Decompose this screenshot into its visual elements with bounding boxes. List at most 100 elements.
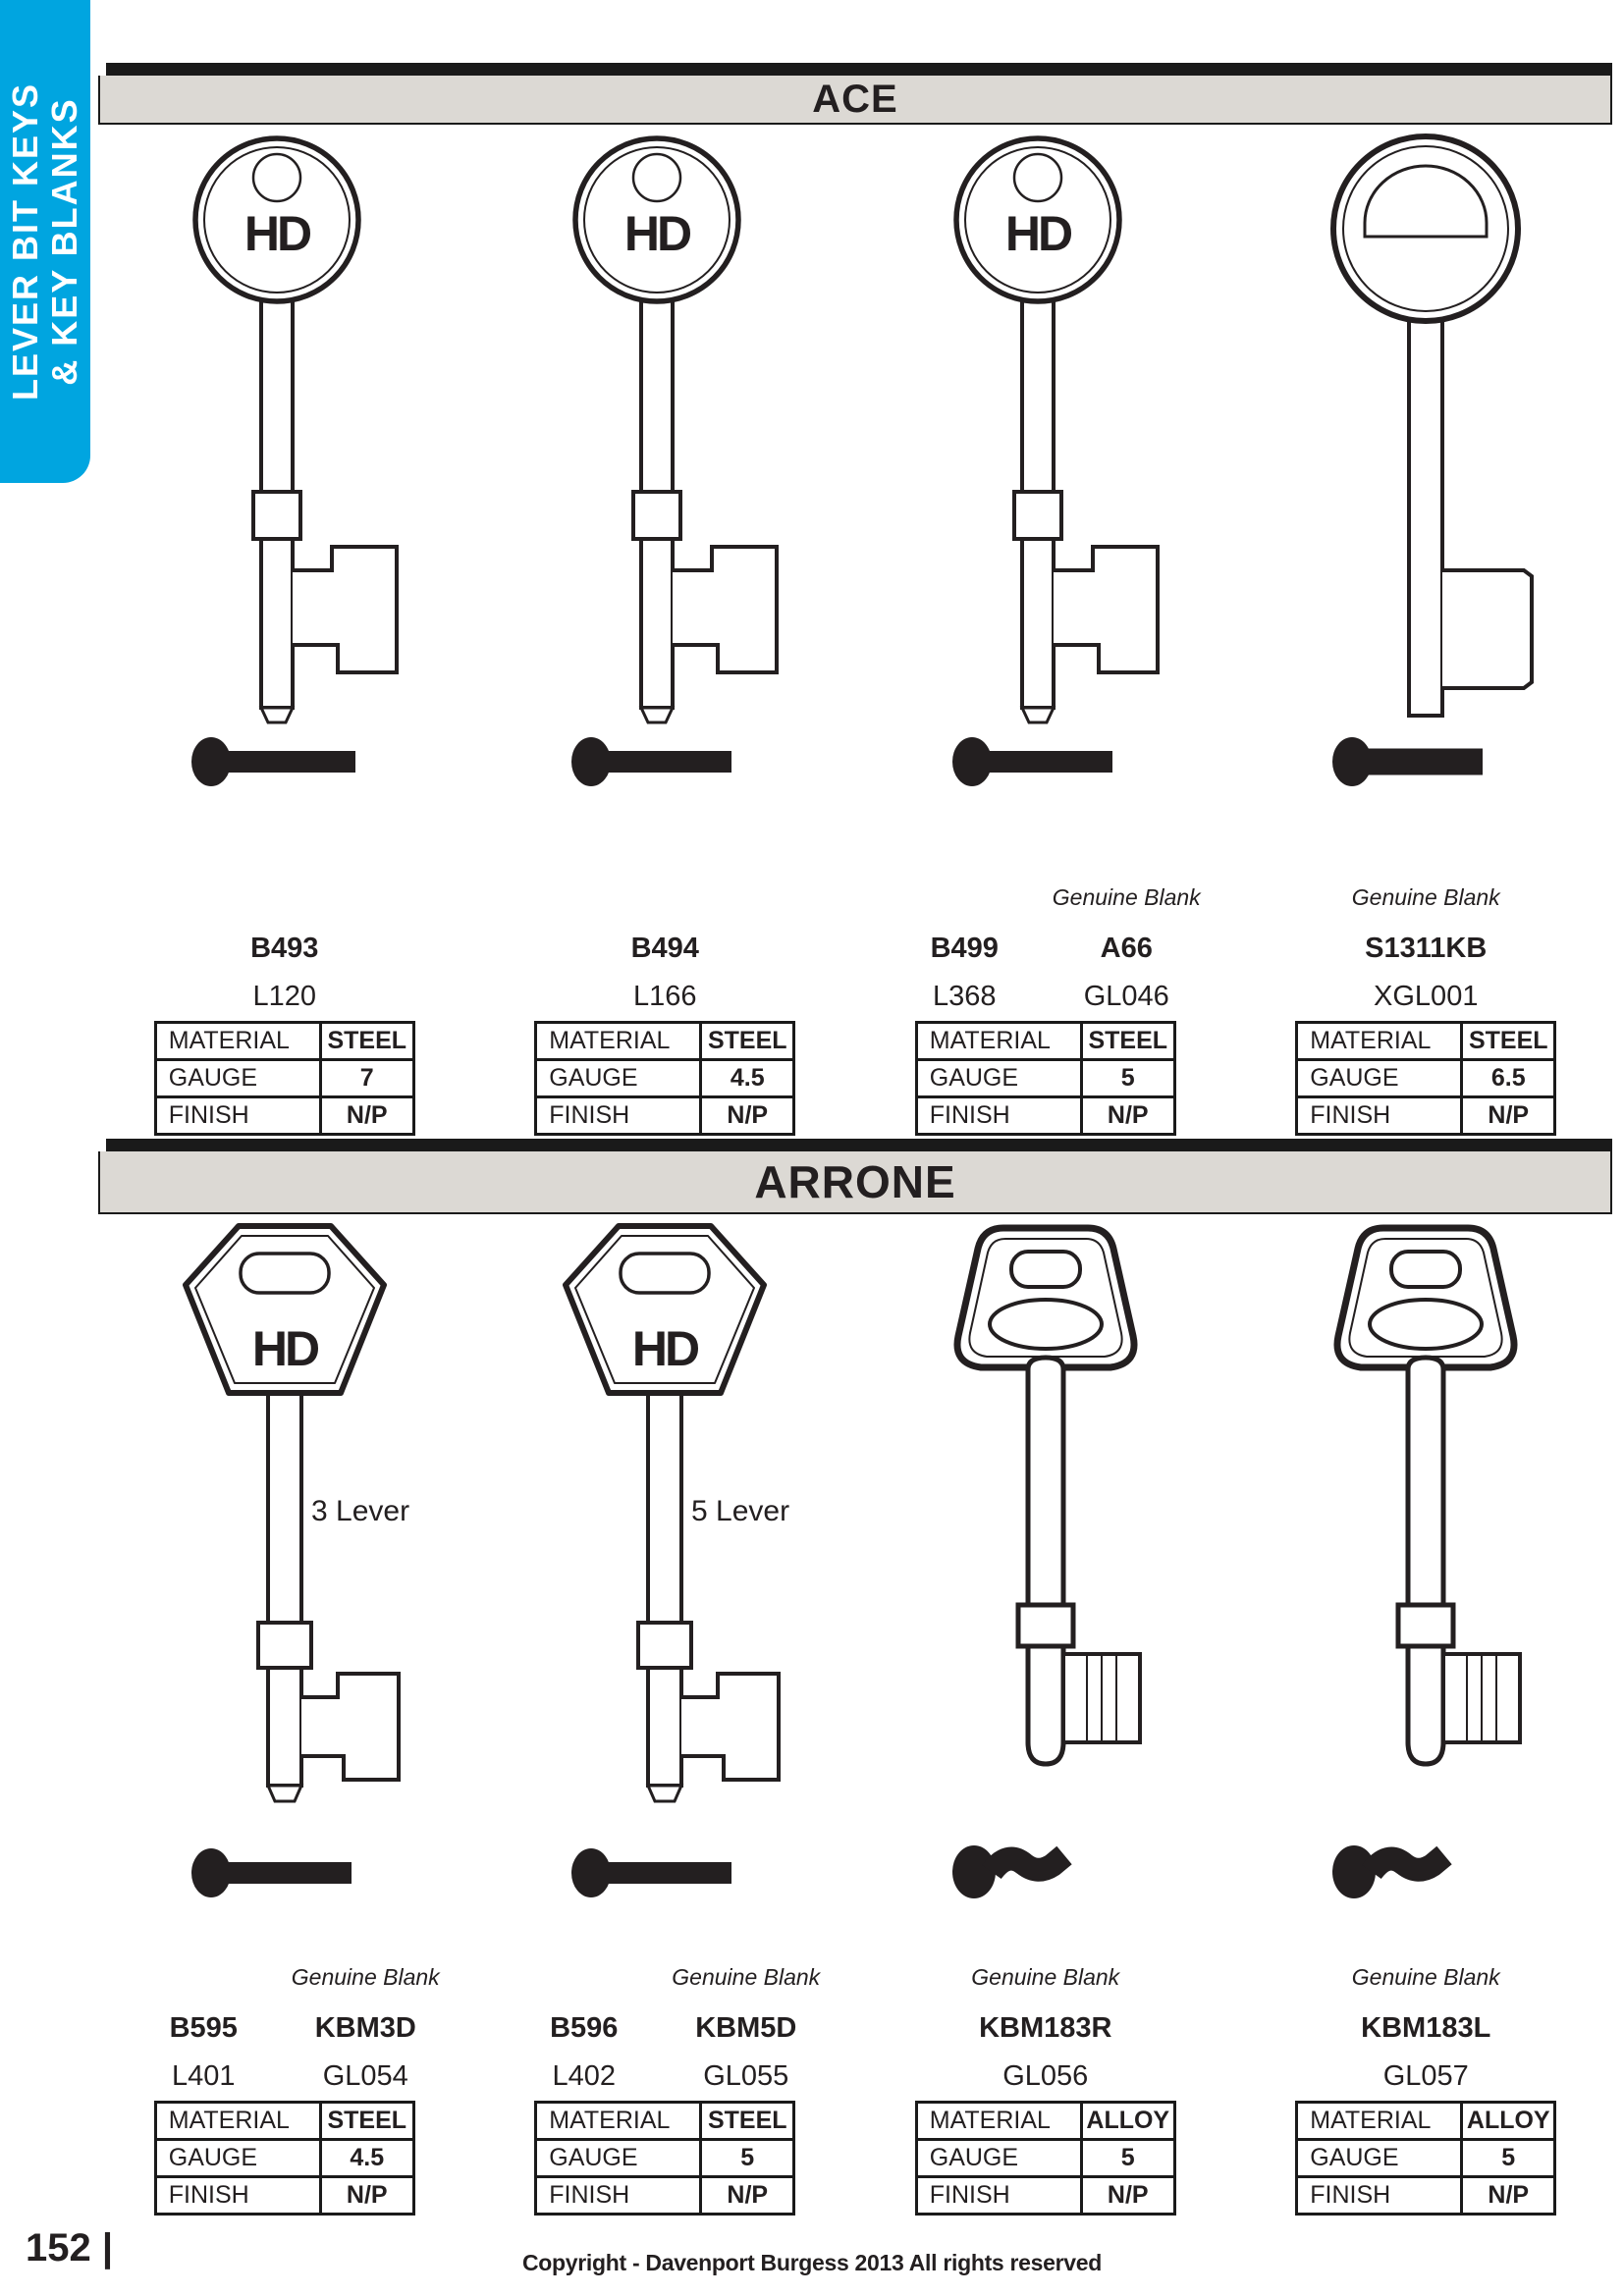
spec-value: 5 (1079, 1058, 1176, 1098)
section-title: ACE (812, 77, 898, 121)
header-top-bar (106, 63, 1612, 76)
product-ref: GL046 (1083, 980, 1169, 1012)
section-header-ace: ACE (98, 63, 1612, 125)
spec-value: ALLOY (1079, 2101, 1176, 2141)
spec-label: FINISH (153, 1095, 322, 1136)
product-code: KBM5D (695, 2011, 797, 2044)
product-code: KBM183L (1361, 2011, 1491, 2044)
header-strip: ARRONE (98, 1151, 1612, 1214)
spec-value: 5 (699, 2138, 796, 2178)
product-codes: B493 (123, 930, 447, 967)
spec-label: MATERIAL (534, 1021, 703, 1061)
product-refs: L368 GL046 (884, 980, 1208, 1013)
spec-value: 4.5 (699, 1058, 796, 1098)
brand-mark: HD (1005, 206, 1072, 261)
spec-label: MATERIAL (1295, 1021, 1464, 1061)
spacer (503, 1964, 665, 1994)
product-code: B499 (930, 932, 999, 964)
key-blank-illustration: HD (898, 127, 1193, 727)
genuine-blank-label: Genuine Blank (503, 1964, 827, 1994)
spec-label: MATERIAL (534, 2101, 703, 2141)
spacer (884, 884, 1046, 914)
key-blank-illustration: HD (137, 127, 432, 727)
product-ref: L120 (252, 980, 316, 1012)
spec-label: FINISH (1295, 1095, 1464, 1136)
header-strip: ACE (98, 76, 1612, 125)
product-refs: L166 (503, 980, 827, 1013)
product-code: A66 (1100, 932, 1153, 964)
genuine-blank-label: Genuine Blank (884, 884, 1208, 914)
key-profile-silhouette (567, 1844, 763, 1901)
product-code: B494 (630, 932, 699, 964)
key-blank-illustration: HD (517, 127, 812, 727)
brand-mark: HD (632, 1321, 699, 1376)
product-code: KBM3D (314, 2011, 416, 2044)
spec-value: N/P (318, 1095, 415, 1136)
spec-value: N/P (1079, 1095, 1176, 1136)
genuine-blank-label (123, 884, 447, 914)
spec-table: MATERIAL ALLOY GAUGE 5 FINISH N/P (1295, 2101, 1557, 2216)
spec-value: STEEL (318, 2101, 415, 2141)
product-ref: GL056 (1002, 2059, 1089, 2092)
sidebar-label-line2: & KEY BLANKS (44, 97, 84, 386)
spec-value: N/P (1460, 1095, 1557, 1136)
key-blank-illustration: HD 5 Lever (517, 1216, 812, 1821)
product-ref: L166 (632, 980, 697, 1012)
product-refs: L402 GL055 (503, 2059, 827, 2093)
genuine-blank-label: Genuine Blank (884, 1964, 1208, 1994)
spec-label: FINISH (1295, 2175, 1464, 2216)
product-codes: KBM183L (1264, 2009, 1588, 2047)
product-ref: L368 (932, 980, 997, 1012)
key-profile-silhouette (947, 733, 1144, 790)
product-grid-arrone: HD 3 Lever Genuine Blank B595 KBM3 (98, 1216, 1612, 2216)
header-top-bar (106, 1139, 1612, 1151)
product-ref: XGL001 (1374, 980, 1479, 1012)
spec-table: MATERIAL STEEL GAUGE 6.5 FINISH N/P (1295, 1021, 1557, 1136)
key-profile-silhouette (1327, 1844, 1524, 1901)
product-refs: L401 GL054 (123, 2059, 447, 2093)
genuine-blank-text: Genuine Blank (1351, 1964, 1500, 1990)
spec-value: STEEL (1079, 1021, 1176, 1061)
spec-value: 7 (318, 1058, 415, 1098)
genuine-blank-text: Genuine Blank (1052, 884, 1201, 910)
product-card: HD B493 L120 (98, 127, 471, 1136)
genuine-blank-text: Genuine Blank (1351, 884, 1500, 910)
key-profile-silhouette (187, 1844, 383, 1901)
spec-table: MATERIAL STEEL GAUGE 4.5 FINISH N/P (153, 2101, 415, 2216)
product-card: HD Genuine Blank B499 A66 (859, 127, 1232, 1136)
product-code: B596 (550, 2011, 619, 2044)
product-codes: B595 KBM3D (123, 2009, 447, 2047)
key-blank-illustration (1278, 127, 1573, 727)
spec-label: GAUGE (153, 2138, 322, 2178)
product-card: HD B494 L166 (479, 127, 852, 1136)
spec-value: 5 (1079, 2138, 1176, 2178)
product-code: S1311KB (1365, 932, 1488, 964)
product-ref: L402 (552, 2059, 616, 2092)
spec-value: STEEL (699, 1021, 796, 1061)
lever-count-label: 3 Lever (311, 1495, 409, 1527)
spec-table: MATERIAL STEEL GAUGE 5 FINISH N/P (534, 2101, 796, 2216)
brand-mark: HD (624, 206, 691, 261)
product-code: B493 (250, 932, 319, 964)
genuine-blank-label: Genuine Blank (1264, 1964, 1588, 1994)
key-profile-silhouette (1327, 733, 1524, 790)
key-profile-silhouette (947, 1844, 1144, 1901)
section-arrone: ARRONE (98, 1139, 1612, 2216)
genuine-blank-label: Genuine Blank (1264, 884, 1588, 914)
genuine-blank-text: Genuine Blank (291, 1964, 440, 1990)
sidebar-label-line1: LEVER BIT KEYS (4, 81, 45, 401)
product-card: HD 5 Lever Genuine Blank B596 KBM5 (479, 1216, 852, 2216)
product-refs: GL057 (1264, 2059, 1588, 2093)
product-card: Genuine Blank S1311KB XGL001 MATERIAL ST… (1240, 127, 1613, 1136)
key-blank-illustration: HD 3 Lever (137, 1216, 432, 1821)
genuine-blank-label (503, 884, 827, 914)
copyright-text: Copyright - Davenport Burgess 2013 All r… (521, 2250, 1103, 2275)
spec-label: FINISH (914, 2175, 1083, 2216)
product-ref: GL055 (703, 2059, 789, 2092)
product-ref: GL057 (1382, 2059, 1469, 2092)
spec-value: N/P (699, 2175, 796, 2216)
product-card: Genuine Blank KBM183R GL056 MATERIAL ALL… (859, 1216, 1232, 2216)
genuine-blank-text: Genuine Blank (971, 1964, 1120, 1990)
spec-table: MATERIAL STEEL GAUGE 7 FINISH N/P (153, 1021, 415, 1136)
